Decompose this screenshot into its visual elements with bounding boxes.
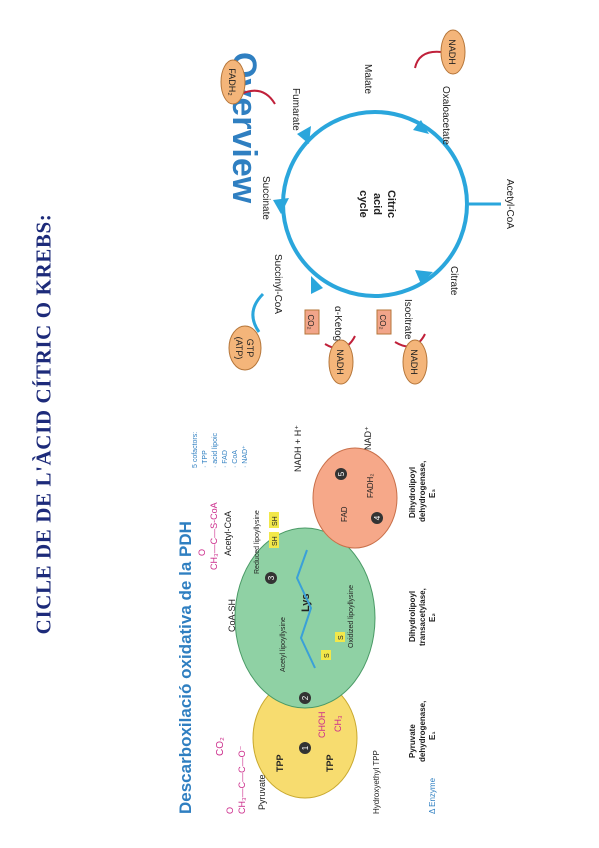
pyruvate-carbonyl: O [225,807,235,814]
lipoyl-arm [295,549,316,669]
acetyl-coa-label: Acetyl-CoA [223,511,233,556]
cofactor-item: · NAD⁺ [242,445,249,468]
step-1-badge: 1 [299,742,311,754]
pyruvate-label: Pyruvate [257,774,267,810]
enzyme-e3-line-3: E₃ [428,489,437,498]
svg-text:1: 1 [301,745,310,750]
page-title: CICLE DE DE L'ÀCID CÍTRIC O KREBS: [31,213,56,635]
cycle-arrowhead-icon [297,126,311,144]
acetyl-lipoyllysine-label: Acetyl lipoyllysine [280,617,287,672]
cofactor-co2-2: CO₂ [304,309,320,335]
svg-text:NADH: NADH [447,39,457,65]
enzyme-e3-line-2: dehydrogenase, [418,461,427,522]
step-2-badge: 2 [299,692,311,704]
svg-text:S: S [338,635,345,640]
enzyme-e3-region [312,447,398,549]
citric-acid-cycle-ring [273,110,469,298]
enzyme-e1-line-3: E₁ [428,731,437,740]
svg-text:SH: SH [272,516,279,526]
cofactor-co2-1: CO₂ [376,309,392,335]
svg-text:NADH: NADH [335,349,345,375]
center-label-line-3: cycle [357,190,369,218]
metabolite-acetyl-coa: Acetyl-CoA [504,179,515,229]
step-4-badge: 4 [371,512,383,524]
ch3-label: CH₃ [333,715,343,732]
fad-label: FAD [340,506,349,522]
overview-slide: Overview Citric acid cycle Acetyl-CoA Ci… [165,29,525,385]
metabolite-fumarate: Fumarate [290,88,301,131]
reduced-lipoyllysine-label: Reduced lipoyllysine [254,510,261,574]
hydroxyethyl-tpp-label: Hydroxyethyl TPP [372,750,381,814]
metabolite-oxaloacetate: Oxaloacetate [440,86,451,145]
svg-text:(ATP): (ATP) [234,337,244,360]
svg-text:CO₂: CO₂ [378,314,387,329]
overview-diagram: Overview Citric acid cycle Acetyl-CoA Ci… [220,29,515,385]
cofactor-nadh-1: NADH [402,339,428,385]
svg-text:SH: SH [272,536,279,546]
choh-label: CHOH [317,712,327,739]
metabolite-succinyl-coa: Succinyl-CoA [272,254,283,314]
svg-text:FADH₂: FADH₂ [227,68,237,96]
co2-output: CO₂ [215,737,226,756]
center-label-line-2: acid [371,193,383,215]
svg-text:2: 2 [301,695,310,700]
nadh-label: NADH + H⁺ [293,425,303,472]
enzyme-legend: Δ Enzyme [428,777,437,814]
fadh2-label: FADH₂ [366,474,375,498]
cofactor-item: · CoA [232,450,239,468]
cofactor-gtp-atp: GTP (ATP) [228,325,262,371]
svg-text:GTP: GTP [245,339,255,358]
cofactor-fadh2: FADH₂ [220,59,246,105]
cycle-arrowhead-icon [273,198,289,214]
tpp-label-2: TPP [325,754,335,772]
sh-badge-1 [269,532,279,548]
cycle-arrowhead-icon [311,276,323,294]
metabolite-isocitrate: Isocitrate [402,299,413,340]
pyruvate-formula: CH₃—C—C—O⁻ [237,745,247,814]
svg-text:S: S [324,653,331,658]
coa-sh-label: CoA-SH [227,599,237,632]
enzyme-e2-line-2: transacetylase, [418,588,427,646]
enzyme-e2-line-3: E₂ [428,613,437,622]
lys-label: Lys [300,593,312,612]
s-badge-2 [335,632,345,642]
cofactor-nadh-3: NADH [440,29,466,75]
pdh-title: Descarboxilació oxidativa de la PDH [176,521,195,814]
enzyme-e1-line-1: Pyruvate [408,724,417,758]
svg-text:CO₂: CO₂ [306,314,315,329]
cycle-arrowhead-icon [415,270,433,284]
center-label-line-1: Citric [385,190,397,218]
cofactor-nadh-2: NADH [328,339,354,385]
sh-badge-2 [269,512,279,528]
tpp-label-1: TPP [275,754,285,772]
s-badge-1 [321,650,331,660]
metabolite-succinate: Succinate [260,176,271,220]
nad-label: NAD⁺ [363,426,373,450]
svg-text:NADH: NADH [409,349,419,375]
svg-text:4: 4 [373,515,382,520]
pdh-slide: Descarboxilació oxidativa de la PDH O CH… [165,398,525,818]
enzyme-e1-line-2: dehydrogenase, [418,701,427,762]
cycle-arrowhead-icon [413,120,429,134]
cofactor-item: · FAD [222,450,229,468]
acetyl-coa-formula: CH₃—C—S-CoA [209,502,219,570]
enzyme-e3-line-1: Dihydrolipoyl [408,467,417,518]
oxidized-lipoyllysine-label: Oxidized lipoyllysine [348,585,355,648]
acetyl-coa-carbonyl: O [197,549,207,556]
svg-text:5: 5 [337,471,346,476]
cofactors-header: 5 cofactors: [192,432,199,468]
cofactor-item: · TPP [202,450,209,468]
metabolite-malate: Malate [362,64,373,94]
cofactor-item: · acid lipoic [212,432,219,468]
step-5-badge: 5 [335,468,347,480]
step-3-badge: 3 [265,572,277,584]
pdh-diagram: Descarboxilació oxidativa de la PDH O CH… [176,425,437,814]
svg-text:3: 3 [267,575,276,580]
enzyme-e2-line-1: Dihydrolipoyl [408,591,417,642]
metabolite-citrate: Citrate [448,266,459,296]
